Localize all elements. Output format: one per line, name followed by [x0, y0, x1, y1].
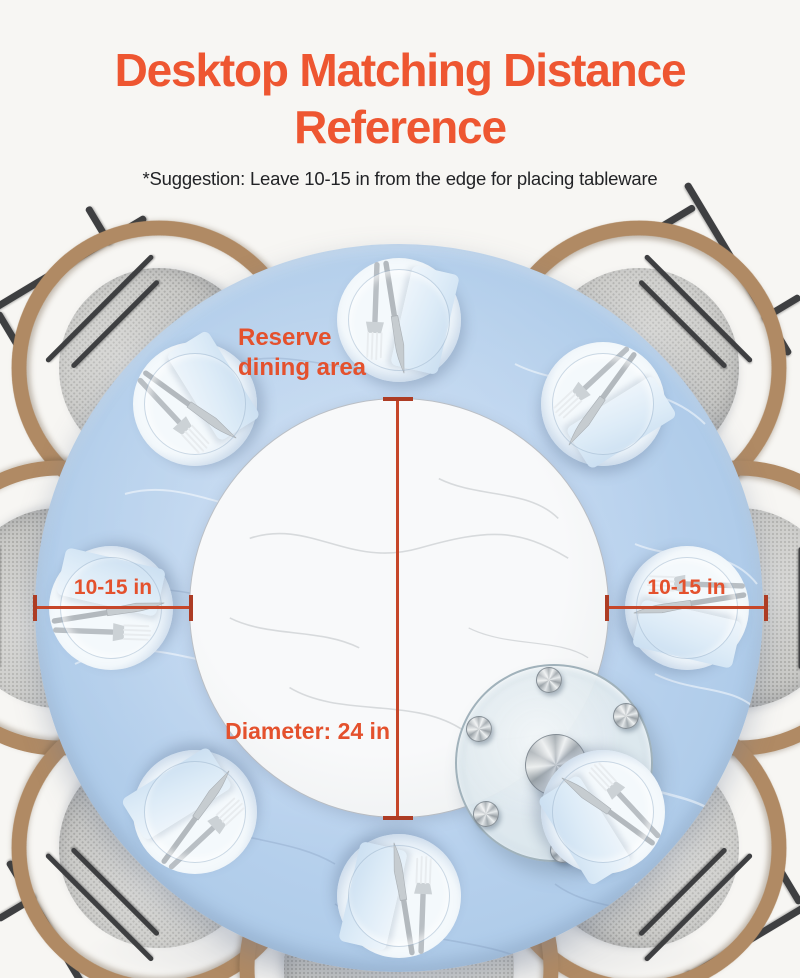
title-line-1: Desktop Matching Distance	[114, 44, 687, 96]
title-line-2: Reference	[294, 101, 507, 153]
reserve-label-line-1: Reserve	[238, 324, 332, 351]
left-margin-measure-line	[35, 606, 191, 609]
diameter-label: Diameter: 24 in	[225, 718, 390, 744]
right-margin-label: 10-15 in	[647, 576, 726, 599]
place-setting	[337, 834, 461, 958]
place-setting	[49, 546, 173, 670]
place-setting	[337, 258, 461, 382]
lazy-susan-knob	[612, 703, 639, 730]
left-margin-label: 10-15 in	[73, 576, 153, 599]
reserve-label-line-2: dining area	[238, 354, 367, 381]
lazy-susan-knob	[473, 800, 500, 827]
place-setting	[625, 546, 749, 670]
lazy-susan-knob	[466, 716, 492, 743]
fork-and-knife-icon	[393, 842, 433, 956]
place-setting	[107, 723, 284, 900]
diameter-measure-line	[396, 399, 399, 818]
place-setting	[107, 316, 284, 493]
table-center-area	[189, 398, 653, 863]
right-margin-measure-line	[607, 606, 766, 609]
place-setting	[514, 316, 691, 493]
suggestion-note: *Suggestion: Leave 10-15 in from the edg…	[142, 168, 658, 189]
reserve-dining-area-label: Reserve dining area	[238, 323, 366, 383]
lazy-susan-knob	[535, 667, 562, 694]
place-setting	[514, 723, 691, 900]
